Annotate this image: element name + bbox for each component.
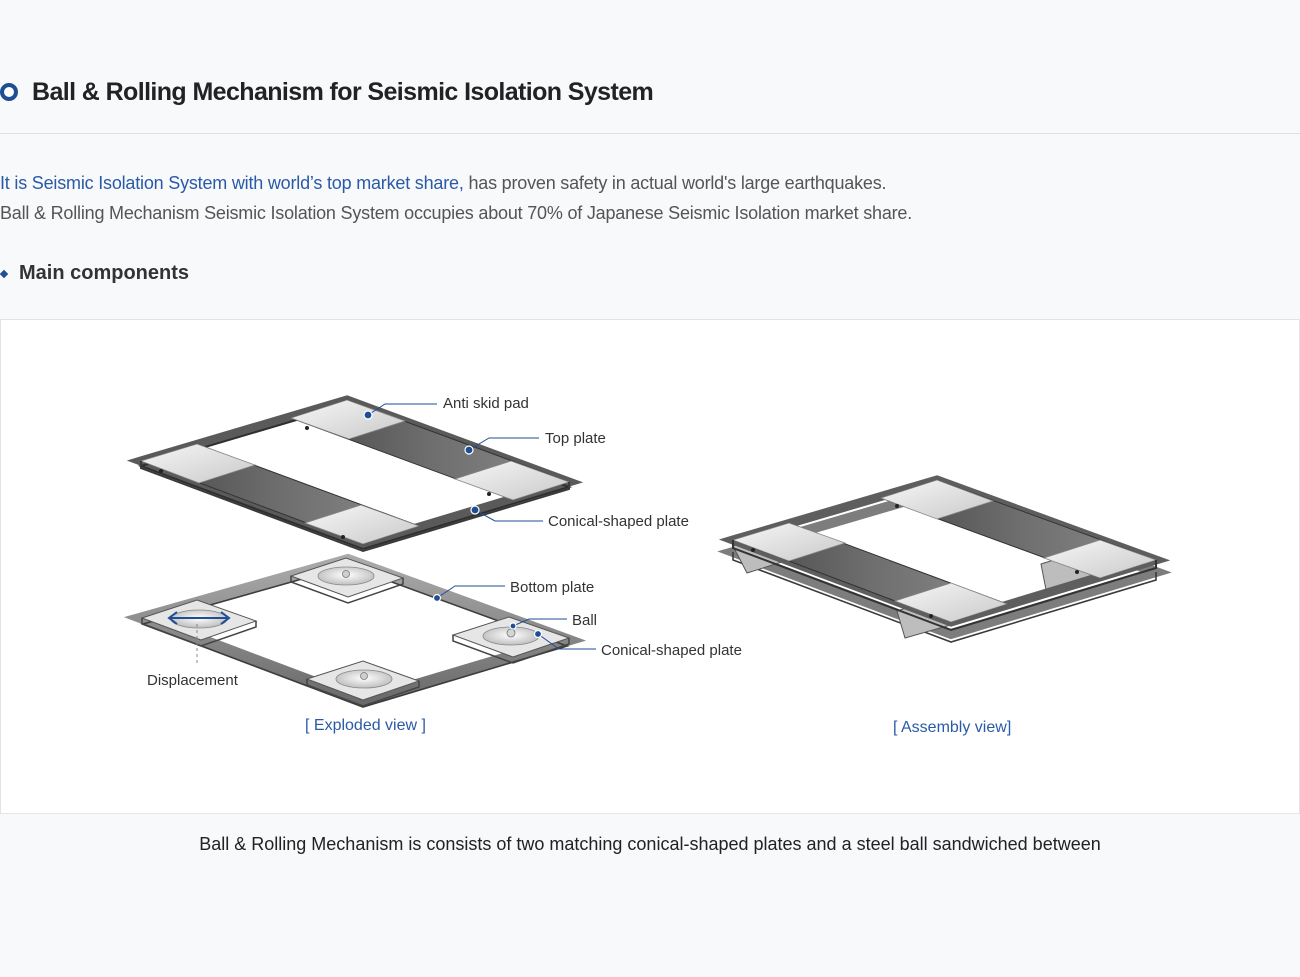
- label-bottom-plate: Bottom plate: [510, 579, 594, 596]
- upper-frame: [126, 395, 584, 553]
- components-diagram: Anti skid pad Top plate Conical-shaped p…: [123, 395, 1172, 736]
- displacement-arrow: [167, 611, 231, 664]
- corner-seat-top: [289, 557, 405, 604]
- title-divider: [0, 133, 1300, 134]
- label-ball: Ball: [572, 612, 597, 629]
- assembly-view-caption: [ Assembly view]: [893, 719, 1011, 736]
- leader-dots: [363, 410, 543, 639]
- label-conical-plate-upper: Conical-shaped plate: [548, 513, 689, 530]
- label-conical-plate-lower: Conical-shaped plate: [601, 642, 742, 659]
- figure-box: Anti skid pad Top plate Conical-shaped p…: [0, 319, 1300, 814]
- corner-seat-left: [140, 599, 258, 647]
- exploded-view-caption: [ Exploded view ]: [305, 717, 426, 734]
- page-title: Ball & Rolling Mechanism for Seismic Iso…: [32, 77, 654, 106]
- intro-line-2: Ball & Rolling Mechanism Seismic Isolati…: [0, 203, 913, 223]
- intro-text: It is Seismic Isolation System with worl…: [0, 168, 912, 228]
- anti-skid-pad-3: [139, 443, 257, 484]
- corner-seat-bottom: [305, 660, 421, 707]
- intro-line-1: It is Seismic Isolation System with worl…: [0, 168, 912, 198]
- leader-lines: [367, 403, 596, 650]
- corner-seat-right: [451, 616, 571, 664]
- anti-skid-pad-1: [289, 399, 407, 440]
- diamond-bullet-icon: [0, 269, 9, 278]
- circle-bullet-icon: [0, 83, 18, 101]
- section-title-row: Ball & Rolling Mechanism for Seismic Iso…: [0, 72, 654, 112]
- assembly-view: [717, 475, 1172, 643]
- lower-frame: [123, 553, 587, 708]
- intro-highlight: It is Seismic Isolation System with worl…: [0, 173, 464, 193]
- intro-line-1-rest: has proven safety in actual world's larg…: [463, 173, 887, 193]
- label-anti-skid-pad: Anti skid pad: [443, 395, 529, 412]
- label-top-plate: Top plate: [545, 430, 606, 447]
- figure-caption: Ball & Rolling Mechanism is consists of …: [199, 834, 1101, 854]
- label-displacement: Displacement: [147, 672, 239, 689]
- subsection-title: Main components: [19, 262, 190, 284]
- subsection-title-row: Main components: [0, 262, 189, 285]
